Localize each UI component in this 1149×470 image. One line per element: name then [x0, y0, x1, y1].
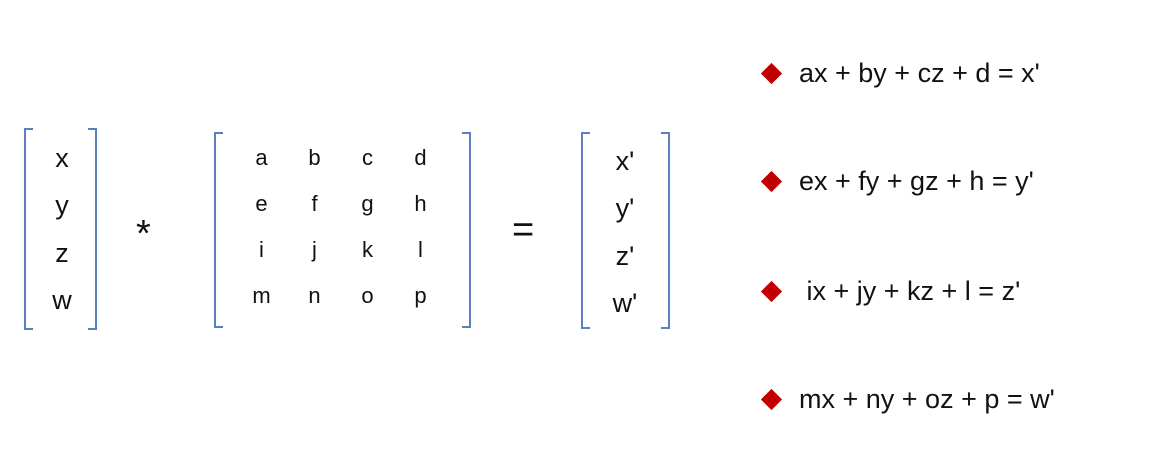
matrix-cell: d: [414, 145, 427, 170]
equation-text: ex + fy + gz + h = y': [799, 166, 1034, 196]
diamond-bullet-icon: [760, 388, 783, 411]
matrix-cell: a: [255, 145, 268, 170]
matrix-cell: b: [308, 145, 321, 170]
equation-text: ax + by + cz + d = x': [799, 58, 1040, 88]
matrix-cell: h: [414, 191, 427, 216]
vector-entry: w: [52, 284, 72, 315]
vector-left-bracket: [24, 128, 33, 330]
equation-text: mx + ny + oz + p = w': [799, 384, 1055, 414]
equation-text: ix + jy + kz + l = z': [799, 276, 1021, 306]
result-entry: y': [615, 193, 635, 224]
input-vector: x y z w: [38, 141, 86, 317]
matrix-cell: j: [312, 237, 317, 262]
matrix-left-bracket: [214, 132, 223, 328]
matrix-right-bracket: [462, 132, 471, 328]
matrix-cell: g: [361, 191, 374, 216]
result-left-bracket: [581, 132, 590, 329]
result-entry: z': [615, 240, 635, 271]
equation-item: ex + fy + gz + h = y': [760, 166, 1034, 197]
result-entry: w': [612, 287, 638, 318]
matrix-cell: n: [308, 283, 321, 308]
equation-item: ix + jy + kz + l = z': [760, 276, 1020, 307]
matrix-cell: m: [252, 283, 271, 308]
transformation-matrix: a b c d e f g h i j k l m n o p: [235, 135, 447, 319]
vector-entry: z: [55, 237, 69, 268]
result-vector: x' y' z' w': [600, 144, 650, 320]
vector-right-bracket: [88, 128, 97, 330]
equals-operator: =: [512, 209, 535, 251]
equation-item: mx + ny + oz + p = w': [760, 384, 1055, 415]
matrix-cell: l: [418, 237, 423, 262]
multiply-operator: *: [136, 213, 151, 255]
matrix-cell: i: [259, 237, 264, 262]
matrix-cell: k: [362, 237, 373, 262]
result-right-bracket: [661, 132, 670, 329]
matrix-cell: f: [311, 191, 318, 216]
vector-entry: y: [55, 190, 69, 221]
diamond-bullet-icon: [760, 62, 783, 85]
matrix-cell: e: [255, 191, 268, 216]
result-entry: x': [615, 146, 635, 176]
vector-entry: x: [55, 143, 69, 173]
diamond-bullet-icon: [760, 170, 783, 193]
diamond-bullet-icon: [760, 280, 783, 303]
matrix-cell: c: [362, 145, 373, 170]
matrix-cell: p: [414, 283, 427, 308]
matrix-cell: o: [361, 283, 374, 308]
equation-item: ax + by + cz + d = x': [760, 58, 1040, 89]
